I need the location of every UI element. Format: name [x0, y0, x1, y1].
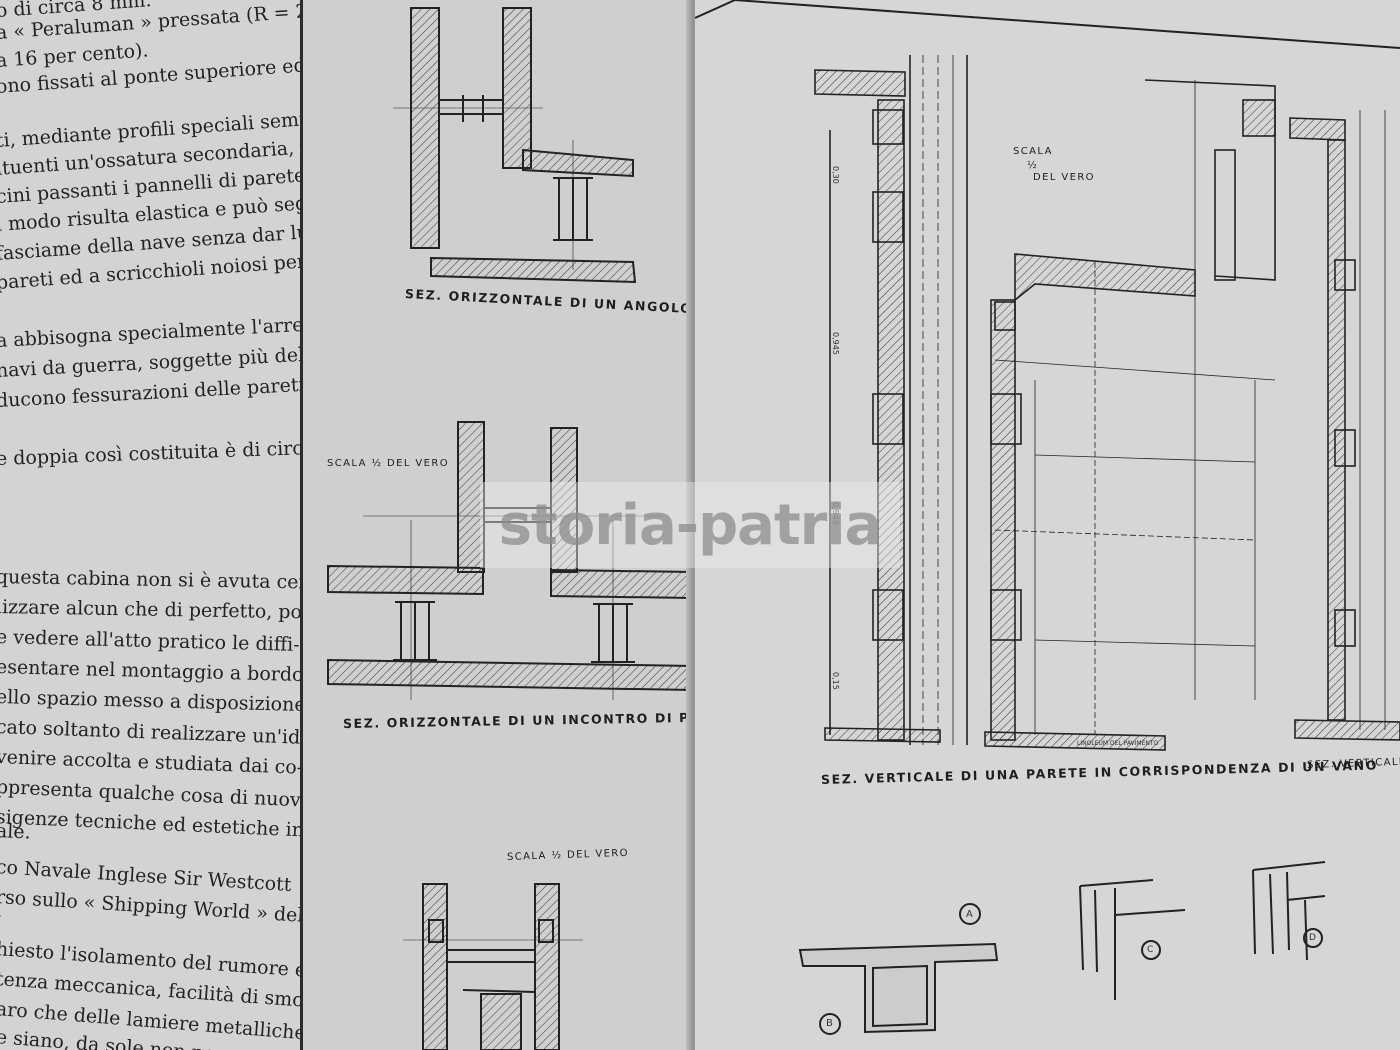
- page-rule: [734, 0, 1400, 49]
- text-line: :: [0, 906, 4, 929]
- dimension-label: 0,30: [831, 166, 840, 184]
- scale-label-word: SCALA: [1013, 146, 1053, 157]
- profile-details: [798, 861, 1326, 1035]
- text-line: e doppia così costituita è di circa: [0, 436, 300, 470]
- corner-section: [393, 7, 637, 284]
- text-line: sigenze tecniche ed estetiche in: [0, 806, 300, 842]
- profile-label-d: D: [1309, 933, 1316, 943]
- vertical-section-drawing: [695, 0, 1400, 1035]
- text-line: cato soltanto di realizzare un'idea: [0, 716, 300, 750]
- watermark: storia-patria: [480, 482, 900, 568]
- floor-label: LINOLEUM DEL PAVIMENTO: [1077, 740, 1159, 747]
- text-line: esentare nel montaggio a bordo,: [0, 656, 300, 687]
- text-line: e vedere all'atto pratico le diffi-: [0, 626, 300, 656]
- corner-section-drawing: [327, 7, 694, 1050]
- text-line: ale.: [0, 820, 32, 844]
- left-page-text: o di circa 8 mm. a « Peraluman » pressat…: [0, 0, 300, 1050]
- text-line: venire accolta e studiata dai co-: [0, 746, 300, 779]
- vertical-wall-section: [814, 55, 1400, 751]
- text-line: ppresenta qualche cosa di nuovo: [0, 776, 300, 812]
- scale-label-rest: DEL VERO: [1033, 172, 1095, 183]
- right-page-drawings: SCALA ½ DEL VERO 0,30 0,945 0,945 0,15 L…: [695, 0, 1400, 1050]
- scale-label-fraction: ½: [1027, 160, 1039, 171]
- middle-page-drawings: SEZ. ORIZZONTALE DI UN ANGOLO SCALA ½ DE…: [300, 0, 698, 1050]
- text-line: ello spazio messo a disposizione: [0, 686, 300, 717]
- profile-label-a: A: [966, 909, 973, 920]
- bottom-section: [403, 883, 583, 1050]
- dimension-label: 0,945: [831, 332, 840, 355]
- dimension-label: 0,15: [831, 672, 840, 690]
- text-line: questa cabina non si è avuta cer-: [0, 566, 300, 594]
- scale-note-top: SCALA ½ DEL VERO: [327, 458, 450, 469]
- profile-label-c: C: [1147, 945, 1154, 955]
- text-line: lizzare alcun che di perfetto, poi-: [0, 596, 300, 624]
- profile-label-b: B: [826, 1018, 833, 1029]
